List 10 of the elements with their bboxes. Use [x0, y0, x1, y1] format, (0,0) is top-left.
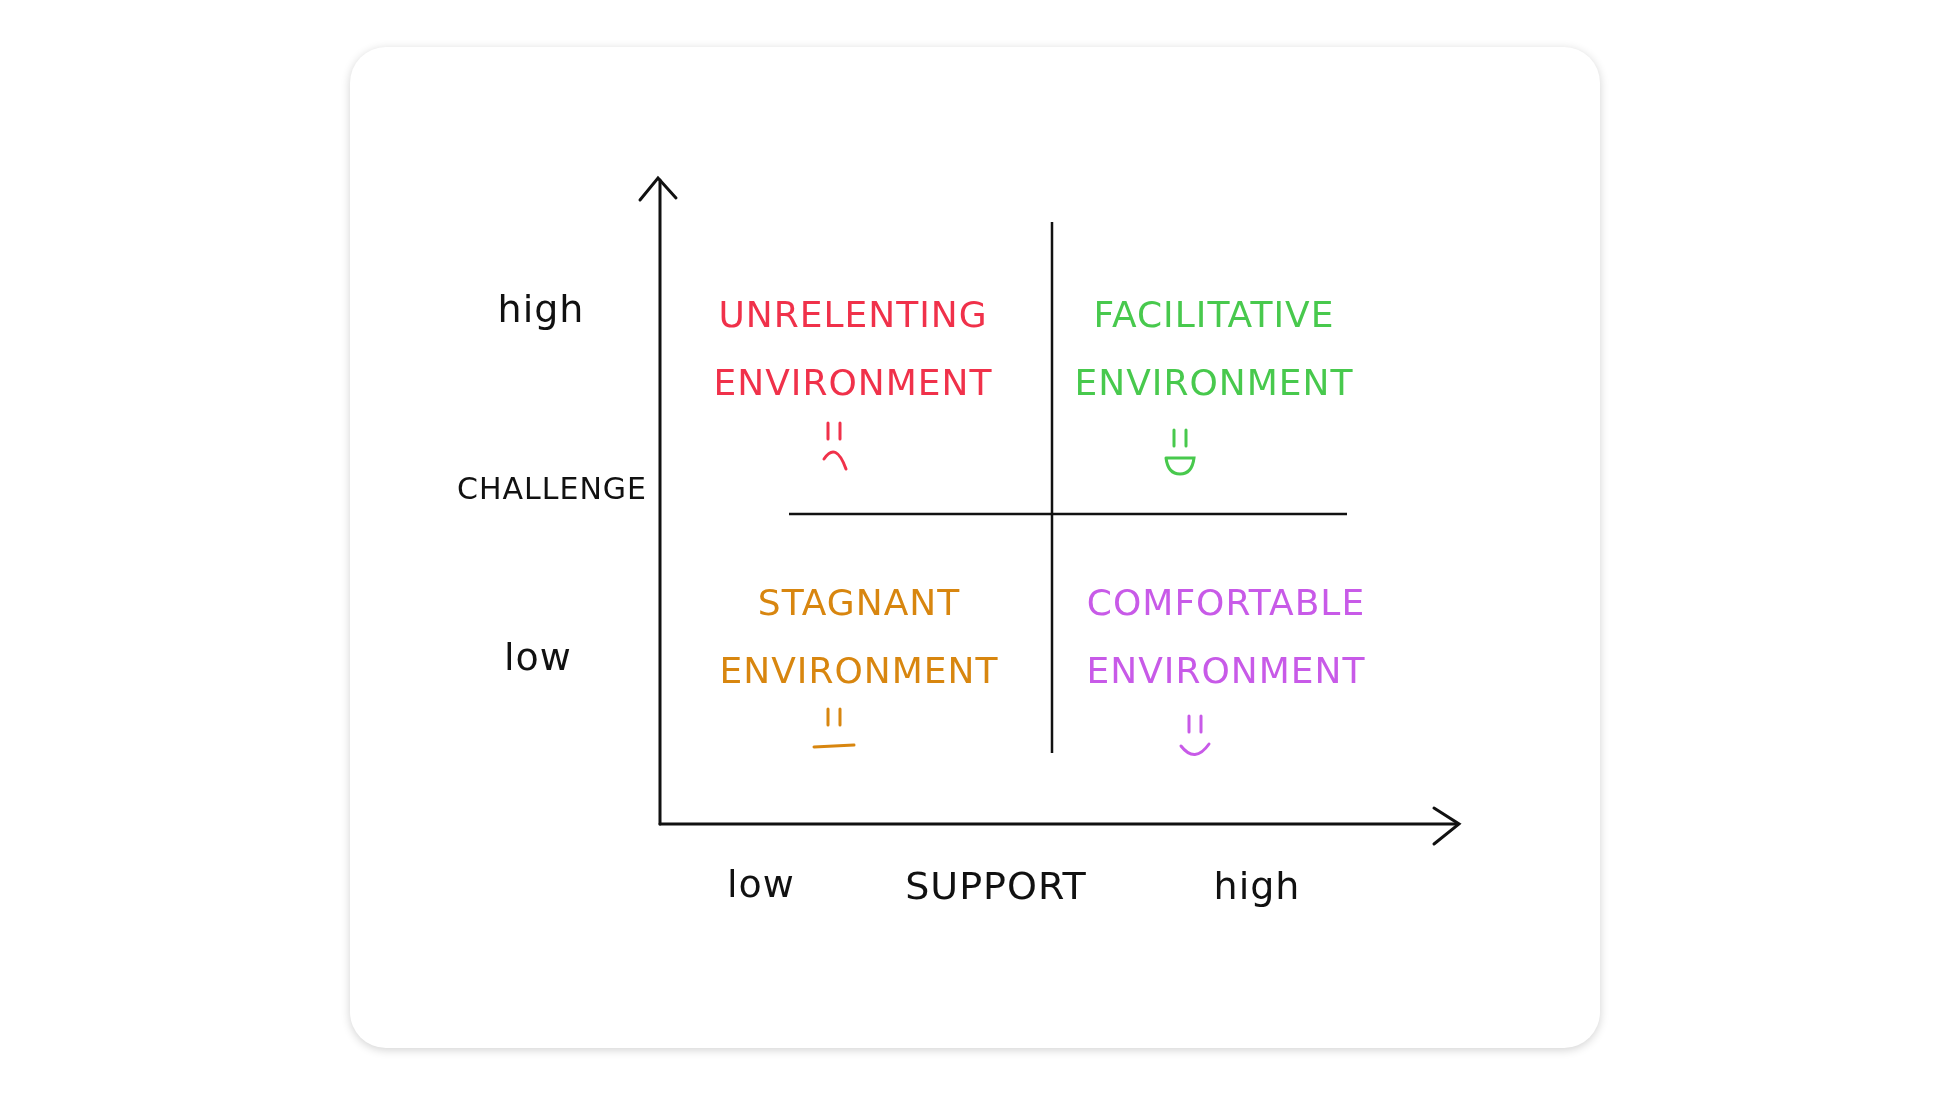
quadrant-label: FACILITATIVE ENVIRONMENT [1073, 292, 1355, 405]
axis-label: SUPPORT [904, 862, 1088, 910]
axis-label: high [1212, 862, 1302, 910]
quadrant-label: STAGNANT ENVIRONMENT [718, 580, 1000, 693]
axis-label: CHALLENGE [457, 469, 647, 508]
quadrant-label: COMFORTABLE ENVIRONMENT [1085, 580, 1367, 693]
quadrant-label: UNRELENTING ENVIRONMENT [712, 292, 994, 405]
axis-label: low [503, 633, 573, 681]
axis-label: high [496, 285, 586, 333]
axis-label: low [726, 860, 796, 908]
